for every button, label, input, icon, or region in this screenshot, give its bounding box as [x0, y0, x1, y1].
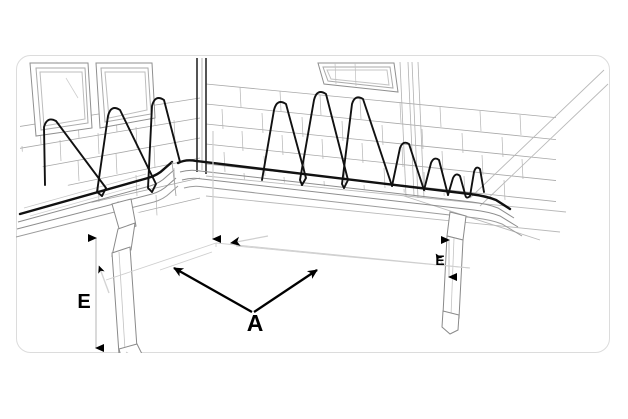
downspout-left: [111, 198, 147, 353]
building-corner-edge: [196, 58, 207, 174]
window-left-1: [29, 62, 93, 137]
dimension-e-left: E: [77, 234, 110, 352]
dimension-a: A: [173, 266, 318, 336]
gutter-guard-zigzag-left: [43, 97, 181, 197]
gutter-assembly: [16, 159, 523, 238]
label-e-right: E: [435, 252, 444, 268]
gutter-guard-zigzag-right: [261, 91, 485, 199]
label-a: A: [247, 310, 264, 336]
dimension-corner-arrows: [212, 131, 269, 246]
wall-vertical-trim: [399, 61, 425, 199]
dimension-e-right: E: [435, 236, 457, 281]
window-left-2: [95, 62, 156, 129]
window-right-1: [317, 62, 399, 93]
label-e-left: E: [77, 291, 90, 313]
